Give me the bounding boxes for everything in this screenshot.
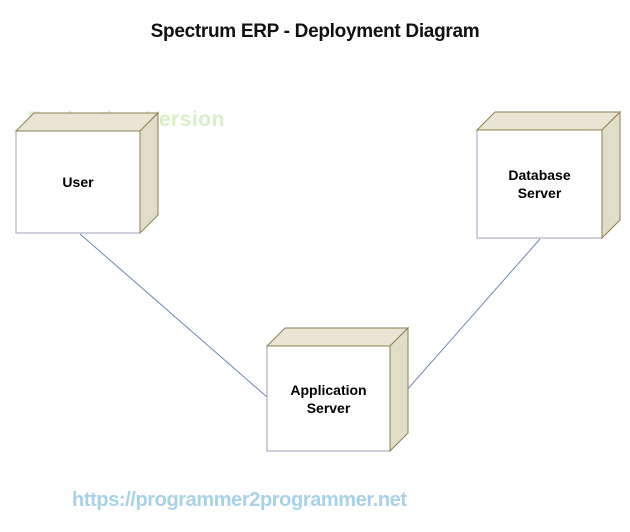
user-node-label: User [16,131,140,233]
user-node-label-text: User [62,174,94,190]
application-server-node-top-face [265,327,410,347]
connector-user-to-application-server [79,233,268,398]
footer-url-watermark: https://programmer2programmer.net [72,489,407,511]
database-server-node-top-face [475,111,622,131]
database-server-node-side-face [601,110,621,240]
user-node-top-face [14,112,160,132]
application-server-node-label: Application Server [267,346,390,451]
user-node-shape [14,111,160,235]
database-server-node-front-face [476,129,603,239]
database-server-node-label-text: Database Server [508,167,571,201]
application-server-node-side-face [389,326,409,453]
application-server-node-shape [265,326,410,453]
connector-database-server-to-application-server [405,238,541,392]
application-server-node-label-text: Application Server [290,381,367,416]
user-node-side-face [139,111,159,235]
database-server-node-shape [475,110,622,240]
diagram-title: Spectrum ERP - Deployment Diagram [150,21,480,42]
database-server-node-label: Database Server [477,130,602,238]
